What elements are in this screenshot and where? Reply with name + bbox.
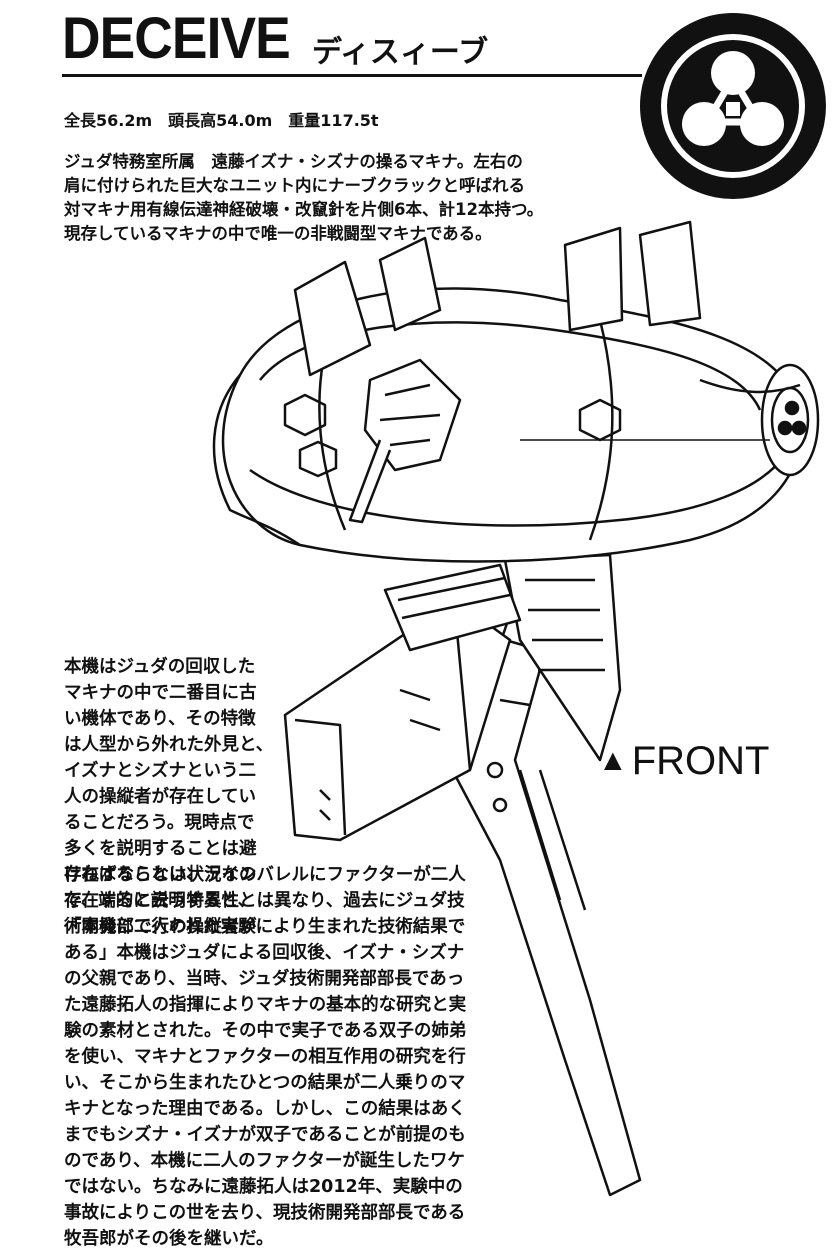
body-line: た遠藤拓人の指揮によりマキナの基本的な研究と実 <box>64 995 467 1015</box>
body-line: で、端的に説明すると、 <box>64 891 256 911</box>
body-line: 存在すると云う特異性とは異なり、過去にジュダ技 <box>64 891 465 911</box>
title-underline <box>62 74 642 77</box>
body-paragraph-left: 本機はジュダの回収した マキナの中で二番目に古 い機体であり、その特徴 は人型か… <box>64 654 273 940</box>
body-line: 人の操縦者が存在してい <box>64 787 256 807</box>
view-label-text: FRONT <box>631 739 770 783</box>
body-line: イズナとシズナという二 <box>64 761 256 781</box>
body-line: けねばならない状況なの <box>64 865 257 885</box>
description-line: 対マキナ用有線伝達神経破壊・改竄針を片側6本、計12本持つ。 <box>64 200 544 219</box>
body-line: 術開発部で行われた実験により生まれた技術結果で <box>64 917 466 937</box>
description-paragraph: ジュダ特務室所属 遠藤イズナ・シズナの操るマキナ。左右の 肩に付けられた巨大なユ… <box>64 150 554 246</box>
spec-line: 全長56.2m 頭長高54.0m 重量117.5t <box>64 111 379 130</box>
body-line: キナとなった理由である。しかし、この結果はあく <box>64 1099 466 1119</box>
body-line: 「本機に二人の操縦者が <box>64 917 257 937</box>
katakana-title: ディスィーブ <box>312 35 489 70</box>
body-line: ではない。ちなみに遠藤拓人は2012年、実験中の <box>64 1177 463 1197</box>
body-line: 本機はジュダの回収した <box>64 657 256 677</box>
body-line: マキナの中で二番目に古 <box>64 683 257 703</box>
page-title: DECEIVE <box>62 6 291 71</box>
triangle-icon: ▲ <box>598 744 628 777</box>
body-line: のであり、本機に二人のファクターが誕生したワケ <box>64 1151 465 1171</box>
description-line: ジュダ特務室所属 遠藤イズナ・シズナの操るマキナ。左右の <box>64 152 523 171</box>
mecha-illustration <box>212 220 820 1197</box>
view-label: ▲FRONT <box>598 741 769 781</box>
body-line: い機体であり、その特徴 <box>64 709 256 729</box>
body-paragraph-full: 存在することは、ラインバレルにファクターが二人 存在すると云う特異性とは異なり、… <box>64 862 466 1252</box>
description-line: 現存しているマキナの中で唯一の非戦闘型マキナである。 <box>64 224 492 243</box>
description-line: 肩に付けられた巨大なユニット内にナーブクラックと呼ばれる <box>64 176 526 195</box>
body-line: 存在することは、ラインバレルにファクターが二人 <box>64 865 466 885</box>
body-line: 験の素材とされた。その中で実子である双子の姉弟 <box>64 1021 467 1041</box>
body-line: 牧吾郎がその後を継いだ。 <box>64 1229 274 1249</box>
body-line: 事故によりこの世を去り、現技術開発部部長である <box>64 1203 466 1223</box>
body-line: を使い、マキナとファクターの相互作用の研究を行 <box>64 1047 466 1067</box>
body-line: ることだろう。現時点で <box>64 813 255 833</box>
body-line: までもシズナ・イズナが双子であることが前提のも <box>64 1125 466 1145</box>
body-line: ある」本機はジュダによる回収後、イズナ・シズナ <box>64 943 465 963</box>
three-circle-crest-icon <box>640 13 826 199</box>
body-line: い、そこから生まれたひとつの結果が二人乗りのマ <box>64 1073 466 1093</box>
body-line: は人型から外れた外見と、 <box>64 735 274 755</box>
body-line: の父親であり、当時、ジュダ技術開発部部長であっ <box>64 969 465 989</box>
body-line: 多くを説明することは避 <box>64 839 257 859</box>
